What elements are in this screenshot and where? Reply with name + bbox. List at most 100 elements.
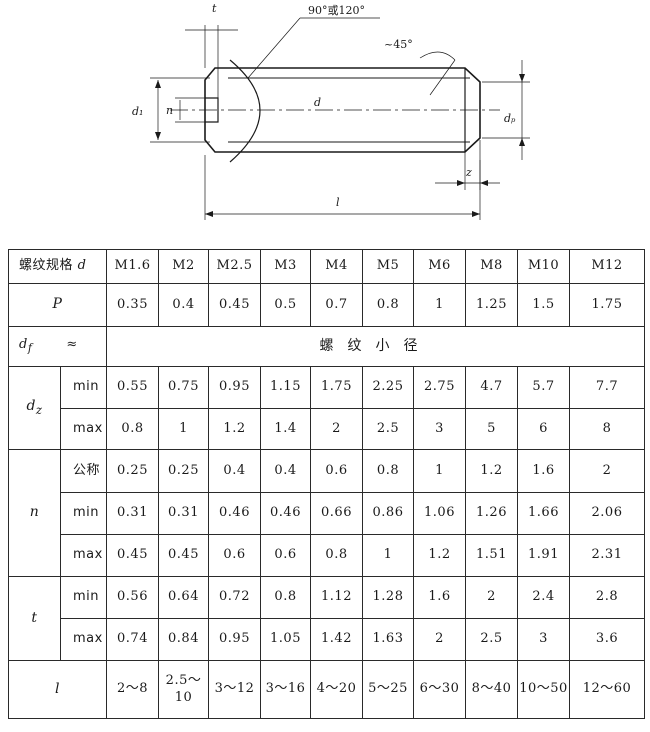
size-cell: M2 (158, 249, 210, 284)
label-d: d (314, 96, 321, 109)
value-cell: 2.31 (569, 534, 646, 577)
dz-max-label: max (59, 408, 108, 450)
value-cell: 1 (413, 283, 467, 327)
value-cell: 0.8 (310, 534, 364, 577)
df-sub: f (27, 342, 33, 356)
value-cell: 12～60 (569, 660, 646, 719)
value-cell: 3～12 (208, 660, 262, 719)
value-cell: 1 (362, 534, 415, 577)
value-cell: 1 (413, 449, 467, 493)
n-nom-label: 公称 (59, 449, 108, 493)
value-cell: 1.42 (310, 618, 364, 661)
value-cell: 1.66 (517, 492, 571, 535)
size-cell: M12 (569, 249, 646, 284)
size-cell: M10 (517, 249, 571, 284)
row-n-nom: n 公称 0.25 0.25 0.4 0.4 0.6 0.8 1 1.2 1.6… (8, 449, 646, 577)
value-cell: 0.8 (362, 449, 415, 493)
spec-table: 螺纹规格 d M1.6 M2 M2.5 M3 M4 M5 M6 M8 M10 M… (7, 249, 646, 719)
t-max-label: max (59, 618, 108, 661)
value-cell: 0.6 (208, 534, 262, 577)
value-cell: 0.35 (106, 283, 160, 327)
value-cell: 1.28 (362, 576, 415, 619)
value-cell: 5～25 (362, 660, 415, 719)
slot (205, 97, 219, 123)
value-cell: 8～40 (465, 660, 519, 719)
value-cell: 0.6 (260, 534, 312, 577)
header-symbol: d (77, 258, 87, 274)
dz-sub: z (35, 403, 43, 418)
value-cell: 1.91 (517, 534, 571, 577)
label-d1: d₁ (132, 105, 143, 118)
df-label-cell: df≈ (7, 326, 108, 367)
value-cell: 0.6 (310, 449, 364, 493)
value-cell: 1.6 (413, 576, 467, 619)
row-n-min: min 0.31 0.31 0.46 0.46 0.66 0.86 1.06 1… (9, 492, 646, 535)
row-t-min: t min 0.56 0.64 0.72 0.8 1.12 1.28 1.6 2… (8, 576, 646, 661)
size-cell: M4 (310, 249, 364, 284)
value-cell: 1.75 (569, 283, 646, 327)
size-cell: M5 (362, 249, 415, 284)
dz-min-label: min (59, 366, 108, 409)
value-cell: 2.75 (413, 366, 467, 409)
value-cell: 0.45 (106, 534, 160, 577)
row-t-max: max 0.74 0.84 0.95 1.05 1.42 1.63 2 2.5 … (9, 618, 646, 661)
value-cell: 1.63 (362, 618, 415, 661)
value-cell: 0.64 (158, 576, 210, 619)
value-cell: 1.05 (260, 618, 312, 661)
row-l: l 2～8 2.5～10 3～12 3～16 4～20 5～25 6～30 8～… (7, 660, 646, 719)
value-cell: 2 (465, 576, 519, 619)
value-cell: 0.8 (106, 408, 160, 450)
value-cell: 1.75 (310, 366, 364, 409)
df-text: 螺纹小径 (106, 326, 646, 367)
value-cell: 4～20 (310, 660, 364, 719)
size-cell: M6 (413, 249, 467, 284)
value-cell: 1.12 (310, 576, 364, 619)
value-cell: 0.84 (158, 618, 210, 661)
label-chamfer: ~45° (384, 38, 413, 51)
n-max-label: max (59, 534, 108, 577)
value-cell: 0.95 (208, 618, 262, 661)
value-cell: 5 (465, 408, 519, 450)
value-cell: 8 (569, 408, 646, 450)
dz-label-cell: dz (8, 366, 61, 450)
header-label: 螺纹规格 (19, 258, 74, 274)
value-cell: 1.6 (517, 449, 571, 493)
value-cell: 1.15 (260, 366, 312, 409)
value-cell: 0.55 (106, 366, 160, 409)
value-cell: 0.74 (106, 618, 160, 661)
value-cell: 2.5 (465, 618, 519, 661)
row-n-max: max 0.45 0.45 0.6 0.6 0.8 1 1.2 1.51 1.9… (9, 534, 646, 577)
value-cell: 6～30 (413, 660, 467, 719)
value-cell: 0.31 (158, 492, 210, 535)
value-cell: 0.46 (208, 492, 262, 535)
n-min-label: min (59, 492, 108, 535)
value-cell: 2 (413, 618, 467, 661)
value-cell: 2.25 (362, 366, 415, 409)
value-cell: 0.46 (260, 492, 312, 535)
value-cell: 0.4 (260, 449, 312, 493)
label-l: l (336, 196, 340, 209)
size-cell: M3 (260, 249, 312, 284)
value-cell: 1.2 (465, 449, 519, 493)
value-cell: 10～50 (517, 660, 571, 719)
df-approx: ≈ (66, 337, 78, 353)
dz-label: d (26, 398, 36, 415)
value-cell: 3 (413, 408, 467, 450)
value-cell: 1.25 (465, 283, 519, 327)
value-cell: 0.72 (208, 576, 262, 619)
value-cell: 1.4 (260, 408, 312, 450)
value-cell: 3～16 (260, 660, 312, 719)
value-cell: 0.56 (106, 576, 160, 619)
value-cell: 0.7 (310, 283, 364, 327)
value-cell: 0.8 (362, 283, 415, 327)
value-cell: 1.5 (517, 283, 571, 327)
value-cell: 0.45 (208, 283, 262, 327)
row-df: df≈ 螺纹小径 (7, 326, 646, 367)
value-cell: 1.2 (208, 408, 262, 450)
value-cell: 4.7 (465, 366, 519, 409)
value-cell: 0.8 (260, 576, 312, 619)
label-z: z (465, 166, 472, 179)
value-cell: 1.06 (413, 492, 467, 535)
value-cell: 1.26 (465, 492, 519, 535)
value-cell: 0.25 (158, 449, 210, 493)
